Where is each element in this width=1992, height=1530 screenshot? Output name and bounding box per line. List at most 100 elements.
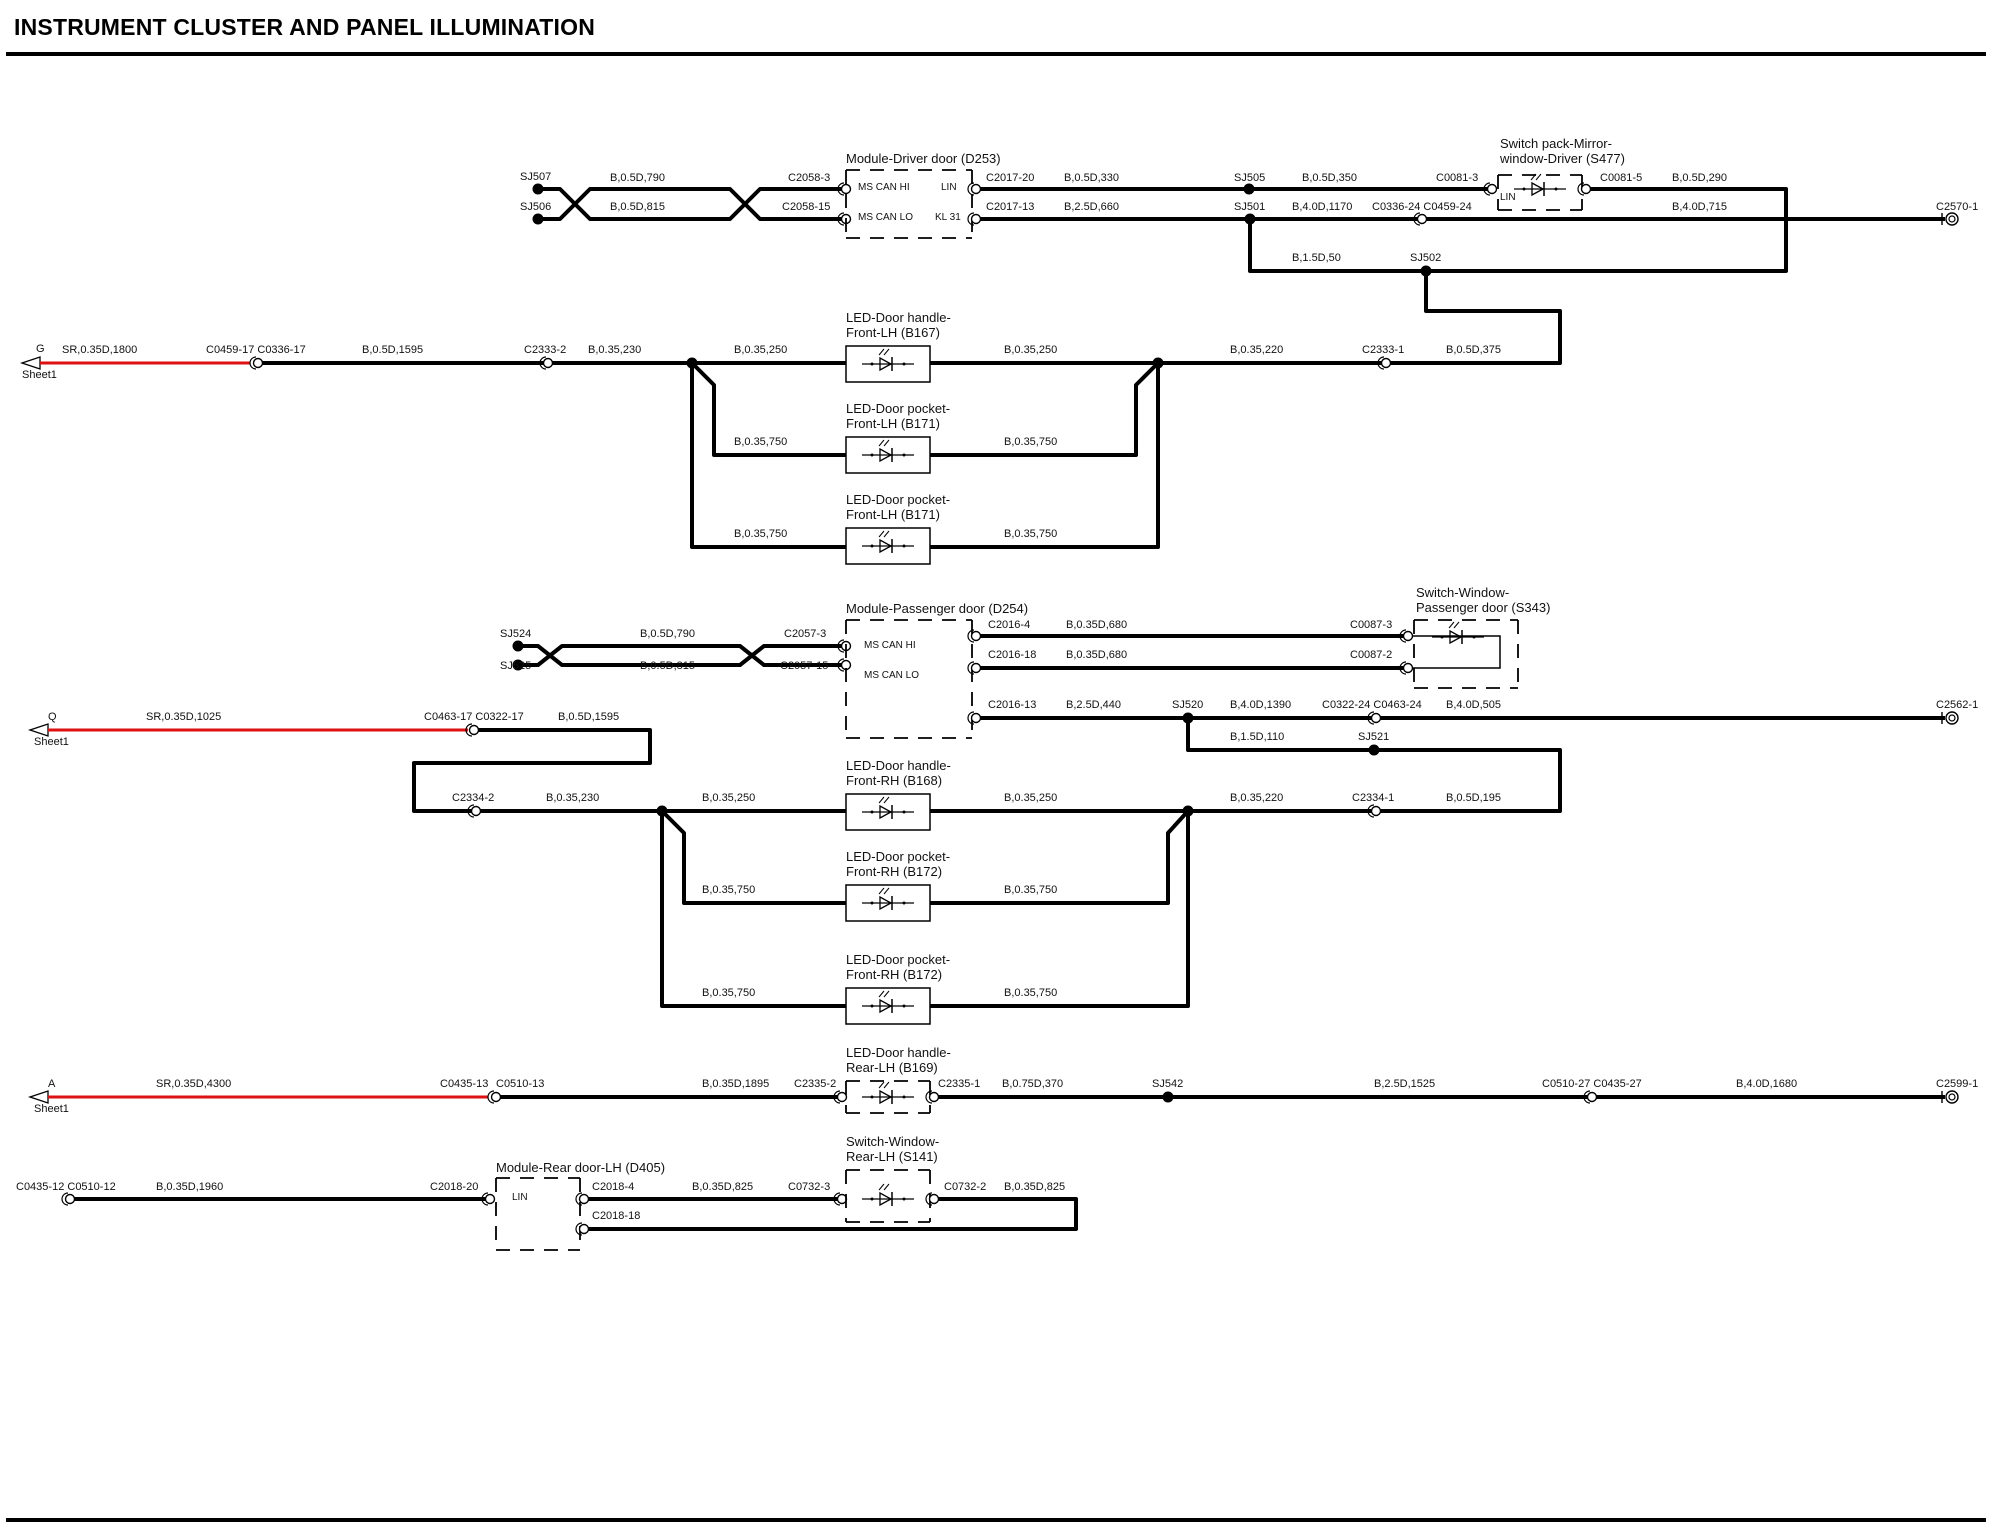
rear-lh-module-section: C0435-12 C0510-12 B,0.35D,1960 C2018-20 … — [16, 1134, 1078, 1251]
conn-label-c0732-2: C0732-2 — [944, 1181, 986, 1193]
splice-sj524 — [512, 640, 524, 652]
wire-label-1170: B,4.0D,1170 — [1292, 201, 1352, 213]
wire-mirror-290[interactable] — [1248, 187, 1788, 273]
led-door-handle-front-lh[interactable]: LED-Door handle- Front-LH (B167) — [845, 310, 951, 383]
wire-label-750a: B,0.35,750 — [734, 436, 787, 448]
wire-750b[interactable] — [930, 361, 1160, 457]
conn-label-c2018-18: C2018-18 — [592, 1210, 640, 1222]
wire-label-250a: B,0.35,250 — [734, 344, 787, 356]
wire-label-1525: B,2.5D,1525 — [1374, 1078, 1435, 1090]
splice-sj525 — [512, 659, 524, 671]
wire-sj506-can-lo[interactable] — [538, 187, 842, 221]
conn-label-c2333-2: C2333-2 — [524, 344, 566, 356]
wire-825b[interactable] — [588, 1197, 1078, 1231]
bottom-rule — [6, 1518, 1986, 1522]
ground-label-c2599-1: C2599-1 — [1936, 1078, 1978, 1090]
wire-sj502-375[interactable] — [1388, 271, 1562, 365]
pin-lin: LIN — [941, 182, 957, 193]
wire-label-680a: B,0.35D,680 — [1066, 619, 1127, 631]
rear-lh-handle-section: A Sheet1 SR,0.35D,4300 C0435-13 C0510-13… — [29, 1045, 1978, 1115]
wire-label-4300: SR,0.35D,4300 — [156, 1078, 231, 1090]
led-door-handle-rear-lh[interactable]: LED-Door handle- Rear-LH (B169) — [845, 1045, 951, 1114]
switch-pack-mirror-window-driver[interactable]: Switch pack-Mirror- window-Driver (S477)… — [1497, 136, 1625, 211]
splice-label-sj521: SJ521 — [1358, 731, 1389, 743]
wire-label-750c: B,0.35,750 — [734, 528, 787, 540]
wire-q750d[interactable] — [930, 811, 1190, 1008]
page-title: INSTRUMENT CLUSTER AND PANEL ILLUMINATIO… — [14, 14, 596, 40]
module-passenger-door[interactable]: Module-Passenger door (D254) MS CAN HI M… — [845, 601, 1028, 739]
wire-sj524[interactable] — [518, 644, 842, 667]
wire-label-p790: B,0.5D,790 — [640, 628, 695, 640]
wire-q750c[interactable] — [660, 811, 846, 1008]
pin-ms-can-lo: MS CAN LO — [858, 212, 913, 223]
ground-label-c2570-1: C2570-1 — [1936, 201, 1978, 213]
conn-label-c0081-5: C0081-5 — [1600, 172, 1642, 184]
splice-sj506 — [532, 213, 544, 225]
connector-c2016-4 — [967, 629, 982, 643]
led-door-handle-front-rh[interactable]: LED-Door handle- Front-RH (B168) — [845, 758, 951, 831]
wire-label-290: B,0.5D,290 — [1672, 172, 1727, 184]
window-switch-pass-label-1: Switch-Window- — [1416, 585, 1509, 600]
pass-pin-ms-can-lo: MS CAN LO — [864, 670, 919, 681]
wire-label-750d: B,0.35,750 — [1004, 528, 1057, 540]
led-door-pocket-front-lh-2[interactable]: LED-Door pocket- Front-LH (B171) — [845, 492, 950, 565]
wire-label-750b: B,0.35,750 — [1004, 436, 1057, 448]
conn-label-c2016-18: C2016-18 — [988, 649, 1036, 661]
wire-q750a[interactable] — [660, 809, 846, 905]
conn-label-c0336-24: C0336-24 C0459-24 — [1372, 201, 1472, 213]
wire-label-q250b: B,0.35,250 — [1004, 792, 1057, 804]
switch-window-rear-lh[interactable]: Switch-Window- Rear-LH (S141) — [845, 1134, 939, 1223]
conn-label-c2058-3: C2058-3 — [788, 172, 830, 184]
wire-label-825a: B,0.35D,825 — [692, 1181, 753, 1193]
conn-label-c0435-12: C0435-12 C0510-12 — [16, 1181, 116, 1193]
wire-sj521[interactable] — [1186, 718, 1562, 813]
led-door-pocket-front-rh-2[interactable]: LED-Door pocket- Front-RH (B172) — [845, 952, 950, 1025]
wire-750a[interactable] — [690, 361, 846, 457]
led-handle-rlh-label-1: LED-Door handle- — [846, 1045, 951, 1060]
offsheet-sheet-q: Sheet1 — [34, 736, 69, 748]
wire-label-q1595: B,0.5D,1595 — [558, 711, 619, 723]
conn-label-c0510-27: C0510-27 C0435-27 — [1542, 1078, 1642, 1090]
wire-label-680b: B,0.35D,680 — [1066, 649, 1127, 661]
wire-label-sj507: B,0.5D,790 — [610, 172, 665, 184]
conn-label-c0459-17: C0459-17 C0336-17 — [206, 344, 306, 356]
led-door-pocket-front-rh-1[interactable]: LED-Door pocket- Front-RH (B172) — [845, 849, 950, 922]
conn-label-c2335-1: C2335-1 — [938, 1078, 980, 1090]
conn-label-c2058-15: C2058-15 — [782, 201, 830, 213]
wire-label-q750c: B,0.35,750 — [702, 987, 755, 999]
conn-label-c2057-15: C2057-15 — [780, 660, 828, 672]
conn-label-c2057-3: C2057-3 — [784, 628, 826, 640]
wire-sj507-can-hi[interactable] — [538, 187, 842, 221]
connector-c0510-12 — [61, 1192, 76, 1206]
switch-window-passenger-door[interactable]: Switch-Window- Passenger door (S343) — [1412, 585, 1550, 689]
splice-label-sj525: SJ525 — [500, 660, 531, 672]
conn-label-c2018-20: C2018-20 — [430, 1181, 478, 1193]
mirror-switch-label-1: Switch pack-Mirror- — [1500, 136, 1612, 151]
connector-c0732-2 — [925, 1192, 940, 1206]
offsheet-arrow-q — [29, 723, 49, 737]
conn-label-c0087-2: C0087-2 — [1350, 649, 1392, 661]
offsheet-sheet-g: Sheet1 — [22, 369, 57, 381]
wire-q1595[interactable] — [412, 728, 652, 813]
conn-label-c2016-4: C2016-4 — [988, 619, 1030, 631]
led-pocket-frh2-label-2: Front-RH (B172) — [846, 967, 942, 982]
led-door-pocket-front-lh-1[interactable]: LED-Door pocket- Front-LH (B171) — [845, 401, 950, 474]
ground-label-c2562-1: C2562-1 — [1936, 699, 1978, 711]
wire-label-715: B,4.0D,715 — [1672, 201, 1727, 213]
splice-label-sj505: SJ505 — [1234, 172, 1265, 184]
wire-q750b[interactable] — [930, 809, 1190, 905]
wire-sj525[interactable] — [518, 644, 842, 667]
connector-c2018-4 — [575, 1192, 590, 1206]
module-driver-door[interactable]: Module-Driver door (D253) MS CAN HI MS C… — [845, 151, 1001, 239]
wire-label-330: B,0.5D,330 — [1064, 172, 1119, 184]
conn-label-c0510-13: C0510-13 — [496, 1078, 544, 1090]
led-icon — [1513, 173, 1567, 197]
wire-750d[interactable] — [930, 363, 1160, 549]
wire-750c[interactable] — [690, 363, 846, 549]
wire-label-350: B,0.5D,350 — [1302, 172, 1357, 184]
splice-label-sj501: SJ501 — [1234, 201, 1265, 213]
offsheet-letter-a: A — [48, 1078, 56, 1090]
module-rear-door-lh[interactable]: Module-Rear door-LH (D405) LIN — [495, 1160, 665, 1251]
connector-c2018-18 — [575, 1222, 590, 1236]
conn-label-c2016-13: C2016-13 — [988, 699, 1036, 711]
